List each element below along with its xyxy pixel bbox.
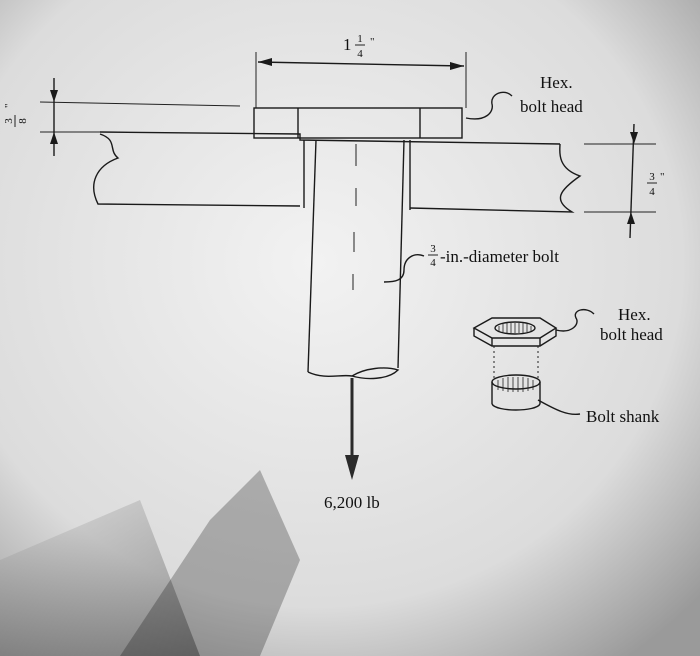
- width-dimension: 1 1 4 ": [255, 33, 467, 108]
- load-label: 6,200 lb: [324, 493, 380, 512]
- bolt-shank: [303, 139, 411, 380]
- plate: [93, 131, 582, 213]
- plate-dim-unit: ": [660, 171, 665, 183]
- shank-isometric: Bolt shank: [491, 346, 660, 426]
- head-dim-num: 3: [3, 118, 15, 124]
- width-dim-unit: ": [370, 36, 375, 48]
- paper-shadow-left: [0, 500, 200, 656]
- bolt-diameter-callout: 3 4 -in.-diameter bolt: [383, 243, 559, 283]
- width-dim-den: 4: [357, 48, 363, 60]
- hex-head-isometric: Hex. bolt head: [472, 305, 663, 347]
- load-arrow: 6,200 lb: [324, 378, 380, 512]
- hex-head-label-line2: bolt head: [520, 97, 583, 116]
- hex-head-label-line1: Hex.: [540, 73, 573, 92]
- hex-head-side-line1: Hex.: [618, 305, 651, 324]
- head-dim-unit: ": [3, 104, 15, 109]
- width-dim-whole: 1: [343, 35, 352, 54]
- diameter-label: -in.-diameter bolt: [440, 247, 559, 266]
- hex-head-side-line2: bolt head: [600, 325, 663, 344]
- plate-thickness-dimension: 3 4 ": [584, 123, 665, 239]
- diameter-den: 4: [430, 257, 436, 269]
- head-dim-den: 8: [17, 118, 29, 124]
- hex-bolt-head: [253, 107, 463, 139]
- plate-dim-num: 3: [649, 171, 655, 183]
- hex-head-callout: Hex. bolt head: [465, 73, 583, 120]
- plate-dim-den: 4: [649, 186, 655, 198]
- diameter-num: 3: [430, 243, 436, 255]
- width-dim-num: 1: [357, 33, 363, 45]
- bolt-shank-label: Bolt shank: [586, 407, 660, 426]
- head-height-dimension: 3 8 ": [3, 78, 241, 156]
